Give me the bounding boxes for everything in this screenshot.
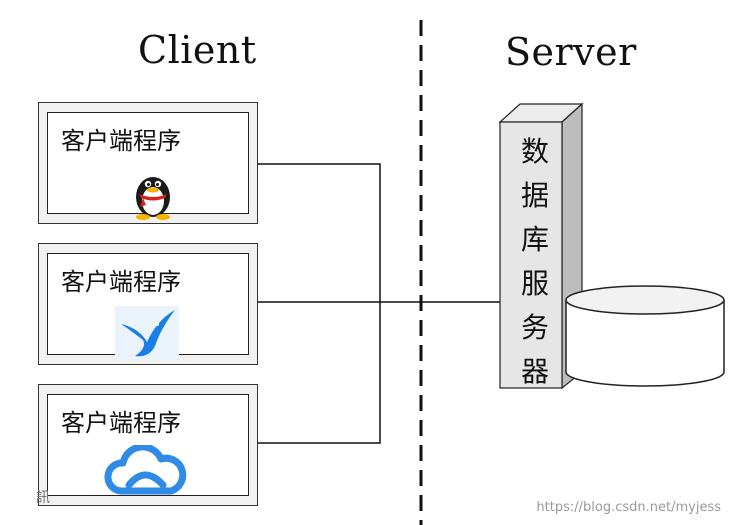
corner-glyph: 訊 bbox=[36, 490, 50, 506]
database-server-tower bbox=[498, 102, 584, 390]
client-program-box: 客户端程序 bbox=[38, 243, 258, 365]
client-program-label: 客户端程序 bbox=[61, 268, 181, 296]
database-server-label: 数 据 库 服 务 器 bbox=[520, 135, 549, 388]
watermark: https://blog.csdn.net/myjess bbox=[536, 500, 721, 515]
qq-penguin-icon bbox=[136, 177, 170, 220]
client-heading: Client bbox=[138, 28, 257, 72]
client-program-box: 客户端程序 bbox=[38, 384, 258, 506]
server-heading: Server bbox=[505, 30, 637, 74]
client-program-box: 客户端程序 bbox=[38, 102, 258, 224]
bird-icon bbox=[115, 306, 179, 360]
client-program-label: 客户端程序 bbox=[61, 409, 181, 437]
database-cylinder-icon bbox=[565, 285, 725, 387]
cloud-icon bbox=[104, 445, 187, 495]
connector-lines bbox=[258, 163, 500, 444]
client-program-label: 客户端程序 bbox=[61, 127, 181, 155]
